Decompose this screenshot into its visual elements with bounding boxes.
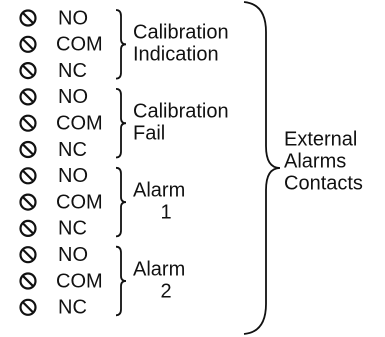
group-label-line: 2 [160,280,171,302]
terminal-screw-icon-1-com [19,35,37,53]
group-label-line: 1 [160,201,171,223]
group-brace-3 [115,166,127,238]
terminal-screw-icon-3-no [19,167,37,185]
terminal-screw-icon-4-no [19,246,37,264]
group-brace-2 [115,88,127,159]
terminal-screw-icon-3-nc [19,219,37,237]
contact-label-com: COM [56,34,103,56]
contact-label-no: NO [58,165,88,187]
group-label-line: Alarm [133,258,185,280]
terminal-screw-icon-2-nc [19,140,37,159]
group-label-line: Fail [133,122,165,144]
group-label-line: Alarm [133,179,185,201]
contact-label-com: COM [56,112,103,134]
contact-label-nc: NC [58,297,87,319]
terminal-screw-icon-1-no [19,9,37,27]
outer-label-line: Alarms [284,150,346,172]
terminal-screw-icon-2-no [19,88,37,106]
group-brace-1 [115,9,127,80]
group-brace-4 [115,245,127,317]
contact-label-nc: NC [58,60,87,82]
group-label-line: Calibration [133,100,229,122]
contact-label-nc: NC [58,218,87,240]
outer-label-line: Contacts [284,172,363,194]
group-label-line: Indication [133,44,219,66]
contact-label-nc: NC [58,139,87,161]
outer-label-line: External [284,128,357,150]
terminal-screw-icon-3-com [19,193,37,211]
terminal-screw-icon-4-nc [19,298,37,316]
contact-label-no: NO [58,86,88,108]
terminal-screw-icon-4-com [19,272,37,290]
contact-label-com: COM [56,270,103,292]
contact-label-no: NO [58,7,88,29]
terminal-screw-icon-2-com [19,114,37,132]
terminal-screw-icon-1-nc [19,61,37,80]
outer-brace [243,1,281,335]
contact-label-no: NO [58,244,88,266]
group-label-line: Calibration [133,22,229,44]
contact-label-com: COM [56,191,103,213]
